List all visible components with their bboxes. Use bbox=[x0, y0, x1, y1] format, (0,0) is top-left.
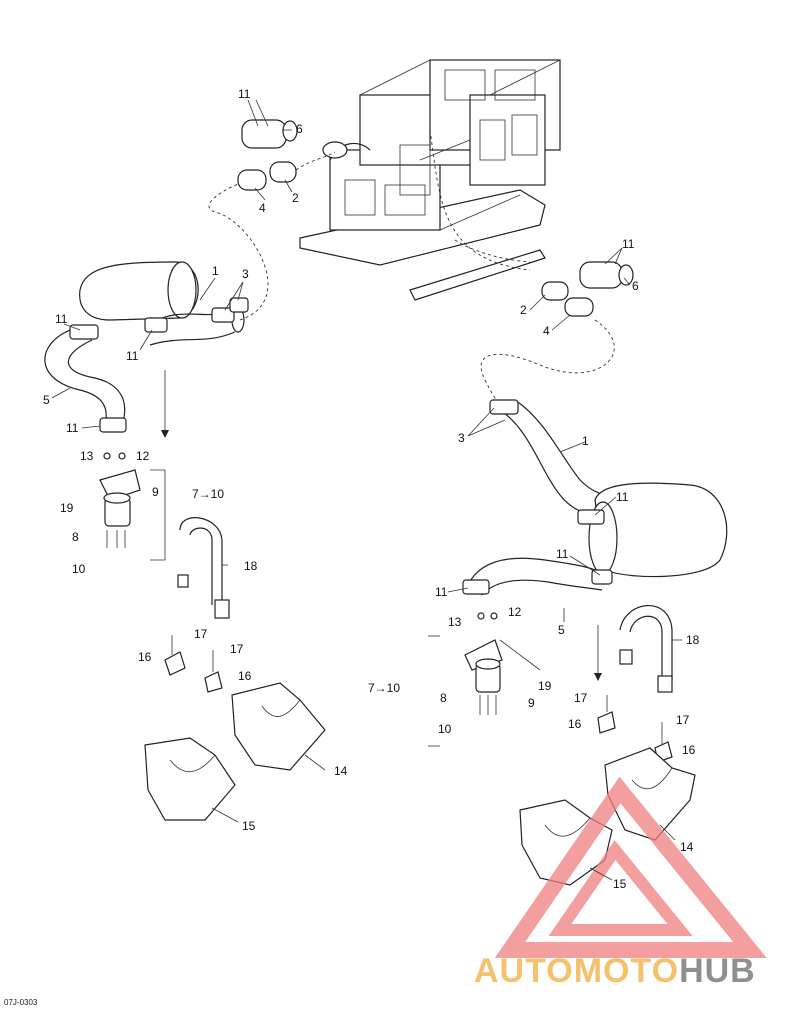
callout-3-right: 3 bbox=[458, 431, 465, 445]
callout-5-right: 5 bbox=[558, 623, 565, 637]
watermark-text-part-a: AUTOMOTO bbox=[474, 952, 680, 990]
callout-18-right: 18 bbox=[686, 633, 700, 647]
engine-block bbox=[299, 59, 561, 301]
callout-15-right: 15 bbox=[613, 877, 627, 891]
callout-18-left: 18 bbox=[244, 559, 258, 573]
callout-2-top-left: 2 bbox=[292, 191, 299, 205]
watermark-text-part-b: HUB bbox=[679, 952, 756, 990]
callout-1-left: 1 bbox=[212, 264, 219, 278]
callout-12-left: 12 bbox=[136, 449, 150, 463]
callout-13-left: 13 bbox=[80, 449, 94, 463]
callout-14-right: 14 bbox=[680, 840, 694, 854]
callout-17-left-b: 17 bbox=[230, 642, 244, 656]
callout-6-right: 6 bbox=[632, 279, 639, 293]
callout-8-left: 8 bbox=[72, 530, 79, 544]
callout-16-right-a: 16 bbox=[568, 717, 582, 731]
callout-4-right: 4 bbox=[543, 324, 550, 338]
callout-14-left: 14 bbox=[334, 764, 348, 778]
callout-labels: 11 6 4 2 1 3 11 11 5 11 13 12 9 19 7→10 … bbox=[43, 87, 700, 891]
callout-17-left-a: 17 bbox=[194, 627, 208, 641]
callout-15-left: 15 bbox=[242, 819, 256, 833]
callout-17-right-b: 17 bbox=[676, 713, 690, 727]
callout-leaders bbox=[51, 99, 682, 881]
callout-1-right: 1 bbox=[582, 434, 589, 448]
callout-19-right: 19 bbox=[538, 679, 552, 693]
callout-range-left: 7→10 bbox=[192, 487, 224, 501]
callout-9-left: 9 bbox=[152, 485, 159, 499]
callout-11-right-top: 11 bbox=[622, 237, 635, 251]
callout-11-left-a: 11 bbox=[55, 312, 68, 326]
callout-12-right: 12 bbox=[508, 605, 522, 619]
callout-3-left: 3 bbox=[242, 267, 249, 281]
watermark-text: AUTOMOTOHUB bbox=[474, 952, 756, 991]
callout-19-left: 19 bbox=[60, 501, 74, 515]
callout-range-right: 7→10 bbox=[368, 681, 400, 695]
callout-11-top-left: 11 bbox=[238, 87, 251, 101]
callout-17-right-a: 17 bbox=[574, 691, 588, 705]
right-exhaust-assembly bbox=[428, 129, 728, 886]
figure-code: 07J-0303 bbox=[4, 998, 38, 1007]
callout-16-left-b: 16 bbox=[238, 669, 252, 683]
callout-11-left-b: 11 bbox=[126, 349, 139, 363]
callout-2-right: 2 bbox=[520, 303, 527, 317]
callout-4-top-left: 4 bbox=[259, 201, 266, 215]
callout-10-left: 10 bbox=[72, 562, 86, 576]
callout-11-right-c: 11 bbox=[435, 585, 448, 599]
callout-13-right: 13 bbox=[448, 615, 462, 629]
callout-11-right-b: 11 bbox=[556, 547, 569, 561]
callout-9-right: 9 bbox=[528, 696, 535, 710]
callout-8-right: 8 bbox=[440, 691, 447, 705]
callout-16-left-a: 16 bbox=[138, 650, 152, 664]
watermark-logo bbox=[494, 776, 767, 958]
callout-11-right-a: 11 bbox=[616, 490, 629, 504]
callout-6-top-left: 6 bbox=[296, 122, 303, 136]
callout-16-right-b: 16 bbox=[682, 743, 696, 757]
callout-10-right: 10 bbox=[438, 722, 452, 736]
left-exhaust-assembly bbox=[44, 119, 336, 821]
callout-11-left-c: 11 bbox=[66, 421, 79, 435]
callout-5-left: 5 bbox=[43, 393, 50, 407]
